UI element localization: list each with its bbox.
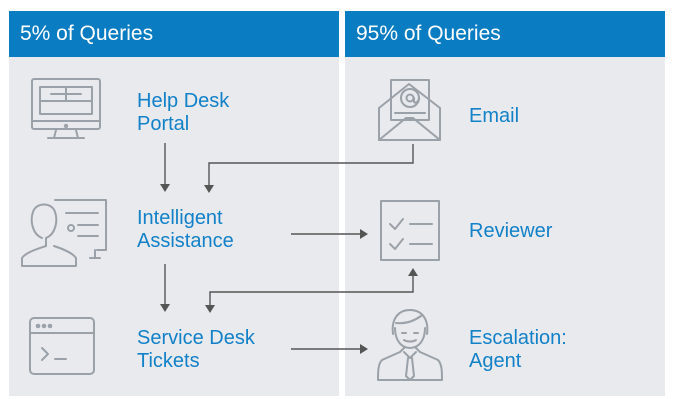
connector-tickets-to-agent	[291, 344, 368, 354]
envelope-at-icon	[378, 79, 441, 141]
service-desk-tickets-label-line2: Tickets	[137, 350, 200, 372]
checklist-icon	[380, 200, 440, 261]
escalation-agent-label-line1: Escalation:	[469, 327, 567, 349]
email-label: Email	[469, 105, 519, 128]
intelligent-assistance-label: Intelligent Assistance	[137, 207, 234, 253]
help-desk-portal-label: Help Desk Portal	[137, 90, 229, 136]
reviewer-label-line1: Reviewer	[469, 220, 553, 242]
help-desk-portal-label-line2: Portal	[137, 113, 190, 135]
right-panel: 95% of Queries	[345, 11, 665, 396]
left-panel-header: 5% of Queries	[9, 11, 339, 57]
intelligent-assistance-label-line2: Assistance	[137, 230, 234, 252]
reviewer-label: Reviewer	[469, 220, 552, 243]
monitor-icon	[31, 78, 101, 139]
user-profile-card-icon	[21, 199, 107, 267]
left-panel: 5% of Queries	[9, 11, 339, 396]
service-desk-tickets-label-line1: Service Desk	[137, 327, 255, 349]
connector-assistance-to-reviewer	[291, 229, 368, 239]
service-desk-tickets-label: Service Desk Tickets	[137, 327, 255, 373]
connector-reviewer-to-tickets	[205, 268, 418, 313]
terminal-window-icon	[29, 317, 95, 375]
connector-portal-to-assistance	[160, 143, 170, 192]
right-panel-header: 95% of Queries	[345, 11, 665, 57]
connector-email-to-assistance	[204, 144, 414, 193]
intelligent-assistance-label-line1: Intelligent	[137, 207, 223, 229]
agent-person-icon	[377, 309, 443, 381]
escalation-agent-label: Escalation: Agent	[469, 327, 567, 373]
help-desk-portal-label-line1: Help Desk	[137, 90, 230, 112]
email-label-line1: Email	[469, 105, 520, 127]
escalation-agent-label-line2: Agent	[469, 350, 522, 372]
connector-assistance-to-tickets	[160, 264, 170, 312]
